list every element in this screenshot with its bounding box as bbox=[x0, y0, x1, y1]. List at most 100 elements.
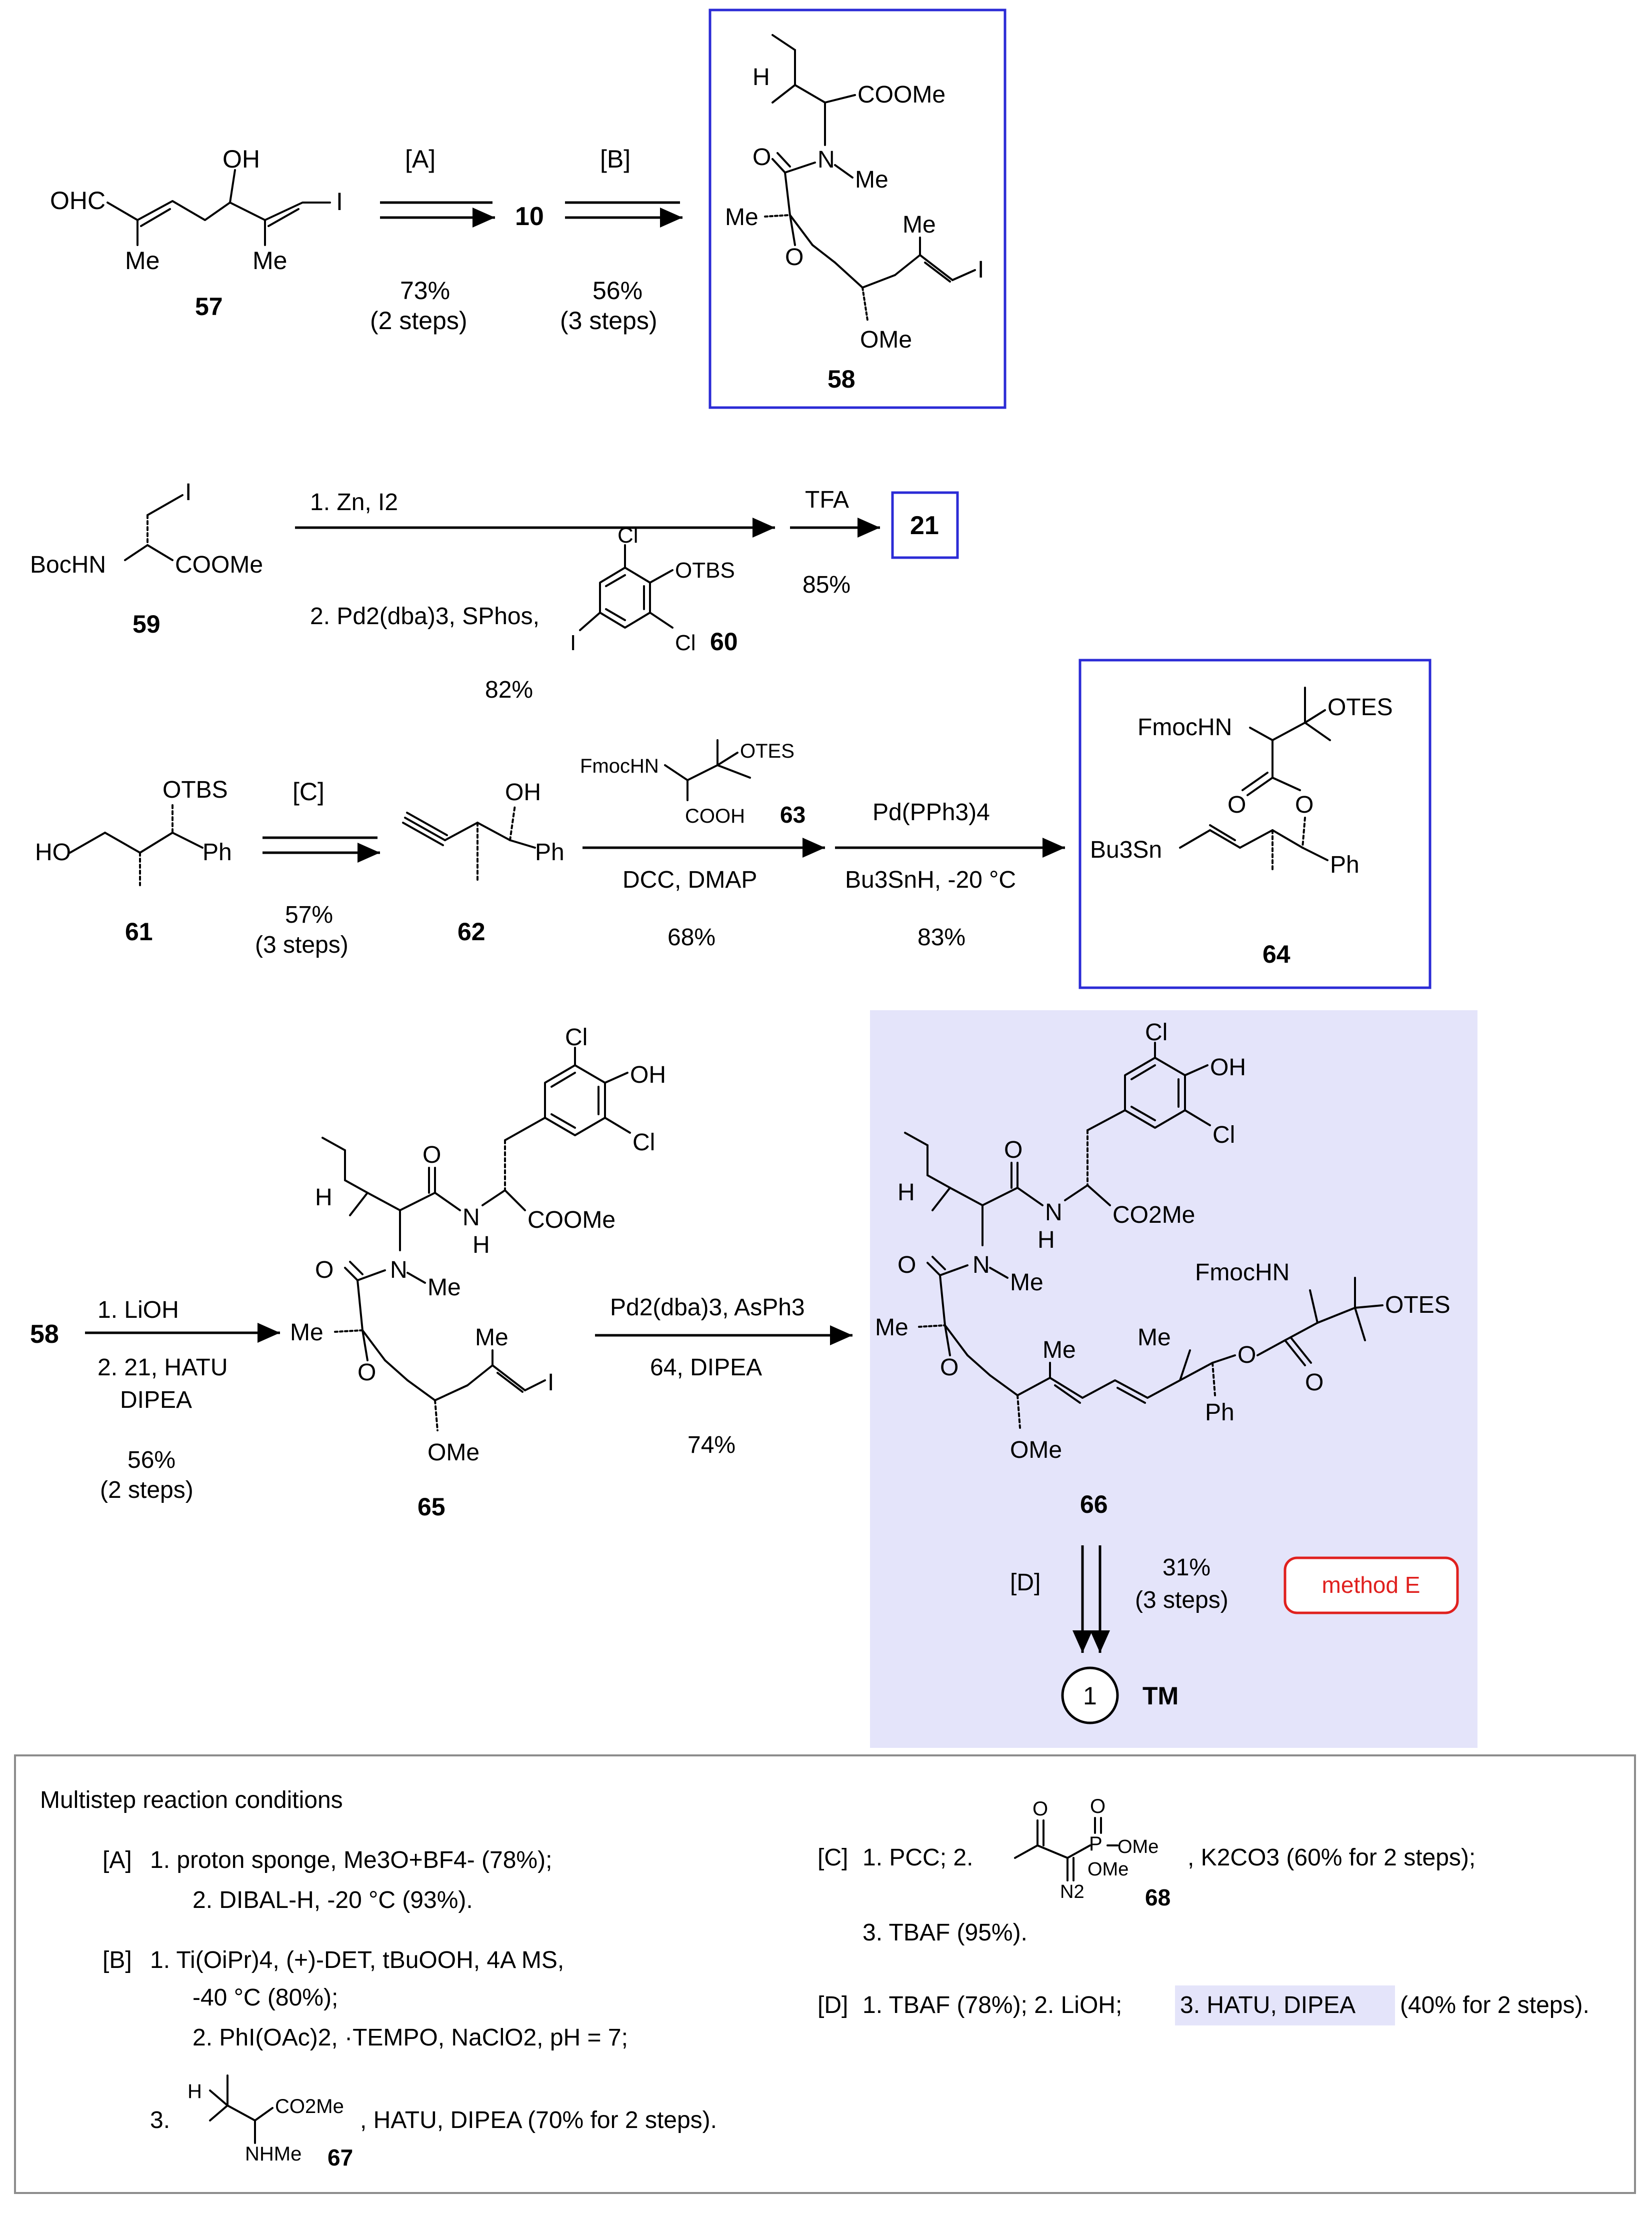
iodo-label: I bbox=[336, 188, 343, 216]
hydrogen-label: H bbox=[188, 2080, 202, 2102]
yield-text: 56% bbox=[128, 1447, 176, 1473]
yield-text: 82% bbox=[485, 677, 533, 703]
phenyl-label: Ph bbox=[1330, 852, 1360, 878]
methyl-label: Me bbox=[902, 212, 936, 238]
boc-amine-label: BocHN bbox=[30, 552, 106, 578]
silyl-ether-label: OTES bbox=[740, 740, 794, 762]
compound-59: I BocHN COOMe 59 bbox=[30, 479, 263, 638]
step-count: (3 steps) bbox=[1135, 1587, 1228, 1613]
compound-64-box: FmocHN OTES O O Ph Bu3Sn 64 bbox=[1078, 659, 1432, 989]
chloro-label: Cl bbox=[1212, 1122, 1235, 1148]
methoxy-label: OMe bbox=[428, 1439, 480, 1466]
conditions-box: Multistep reaction conditions [A] 1. pro… bbox=[14, 1754, 1636, 2194]
epoxide-oxygen: O bbox=[940, 1354, 958, 1381]
chloro-label: Cl bbox=[632, 1129, 655, 1156]
iodo-label: I bbox=[185, 479, 192, 506]
compound-number: 62 bbox=[458, 918, 486, 946]
methoxy-label: OMe bbox=[1010, 1437, 1062, 1463]
hydrogen-label: H bbox=[472, 1232, 490, 1258]
compound-65: Cl OH Cl COOMe N H O H N Me O bbox=[290, 1024, 666, 1521]
chloro-label: Cl bbox=[618, 523, 638, 548]
hydrogen-label: H bbox=[898, 1179, 915, 1206]
method-label: method E bbox=[1322, 1572, 1420, 1598]
condition-line: 3. TBAF (95%). bbox=[862, 1919, 1028, 1946]
fmoc-amine-label: FmocHN bbox=[1138, 714, 1232, 741]
carbonyl-oxygen: O bbox=[1004, 1137, 1022, 1163]
condition-text: Pd2(dba)3, AsPh3 bbox=[610, 1294, 805, 1321]
methyl-label: Me bbox=[1138, 1324, 1171, 1351]
ester-label: COOMe bbox=[175, 552, 263, 578]
compound-number: 64 bbox=[1262, 940, 1290, 968]
nitrogen-label: N bbox=[972, 1252, 990, 1278]
silyl-ether-label: OTES bbox=[1328, 694, 1393, 721]
step-label: [B] bbox=[102, 1947, 132, 1973]
epoxide-oxygen: O bbox=[358, 1359, 376, 1386]
methoxy-label: OMe bbox=[860, 327, 912, 353]
condition-line: 2. DIBAL-H, -20 °C (93%). bbox=[192, 1887, 473, 1913]
methyl-label: Me bbox=[855, 167, 888, 193]
carboxylic-acid-label: COOH bbox=[685, 805, 745, 827]
yield-text: 83% bbox=[918, 924, 966, 951]
target-number: 1 bbox=[1083, 1682, 1097, 1710]
diazo-label: N2 bbox=[1060, 1881, 1084, 1902]
methyl-label: Me bbox=[475, 1324, 508, 1351]
stille-step: Pd2(dba)3, AsPh3 64, DIPEA 74% bbox=[595, 1294, 852, 1458]
hydroxyl-label: OH bbox=[505, 779, 541, 806]
condition-line: 2. PhI(OAc)2, ·TEMPO, NaClO2, pH = 7; bbox=[192, 2024, 628, 2051]
iodo-label: I bbox=[978, 257, 984, 283]
condition-text: Pd(PPh3)4 bbox=[872, 799, 990, 826]
formyl-group: OHC bbox=[50, 187, 106, 215]
conditions-title: Multistep reaction conditions bbox=[40, 1787, 343, 1813]
step-label: [A] bbox=[405, 145, 436, 173]
step-label: [B] bbox=[600, 145, 630, 173]
nitrogen-label: N bbox=[818, 147, 835, 173]
yield-text: 57% bbox=[285, 902, 333, 928]
intermediate-number: 10 bbox=[515, 202, 544, 231]
ester-oxygen: O bbox=[1238, 1342, 1256, 1368]
condition-line: 1. proton sponge, Me3O+BF4- (78%); bbox=[150, 1847, 552, 1873]
methyl-label: Me bbox=[290, 1319, 324, 1346]
yield-text: 68% bbox=[668, 924, 716, 951]
hydrostannylation-step: Pd(PPh3)4 Bu3SnH, -20 °C 83% bbox=[835, 799, 1065, 951]
methyl-label: Me bbox=[428, 1274, 461, 1301]
step-count: (3 steps) bbox=[560, 307, 658, 335]
hydroxyl-label: OH bbox=[1210, 1054, 1246, 1081]
ester-label: COOMe bbox=[858, 82, 946, 108]
ketone-oxygen: O bbox=[1032, 1798, 1048, 1820]
reagent-text: TFA bbox=[805, 487, 849, 513]
hydroxyl-label: OH bbox=[630, 1062, 666, 1088]
yield-text: 73% bbox=[400, 277, 450, 305]
step-label: [D] bbox=[818, 1992, 848, 2018]
condition-text: DCC, DMAP bbox=[622, 867, 757, 893]
methyl-label: Me bbox=[1010, 1269, 1044, 1296]
compound-21-box: 21 bbox=[891, 491, 959, 559]
compound-68-structure: O N2 P O OMe OMe 68 bbox=[1014, 1795, 1170, 1910]
condition-text: 2. 21, HATU bbox=[98, 1354, 228, 1381]
hydrogen-label: H bbox=[315, 1184, 332, 1211]
phosphoryl-oxygen: O bbox=[1090, 1795, 1106, 1817]
methyl-label: Me bbox=[252, 247, 287, 275]
compound-61: OTBS HO Ph 61 bbox=[35, 777, 232, 946]
phenyl-label: Ph bbox=[202, 839, 232, 866]
amide-nitrogen: N bbox=[462, 1204, 480, 1231]
hydrogen-label: H bbox=[752, 64, 770, 91]
compound-62: OH Ph 62 bbox=[402, 779, 564, 946]
condition-text: 1. LiOH bbox=[98, 1297, 179, 1323]
methyl-label: Me bbox=[1042, 1337, 1076, 1363]
step-count: (2 steps) bbox=[370, 307, 468, 335]
negishi-step: 1. Zn, I2 2. Pd2(dba)3, SPhos, Cl OTBS C… bbox=[295, 489, 775, 703]
ester-label: COOMe bbox=[528, 1207, 616, 1233]
compound-number: 68 bbox=[1145, 1884, 1170, 1910]
chloro-label: Cl bbox=[675, 631, 696, 655]
condition-text: 2. Pd2(dba)3, SPhos, bbox=[310, 603, 540, 630]
compound-number: 60 bbox=[710, 628, 738, 656]
coupling-step: FmocHN OTES COOH 63 DCC, DMAP 68% bbox=[580, 739, 825, 951]
yield-text: 31% bbox=[1162, 1554, 1210, 1581]
condition-line: , K2CO3 (60% for 2 steps); bbox=[1188, 1844, 1476, 1871]
step-count: (2 steps) bbox=[100, 1477, 194, 1503]
product-panel: Cl OH Cl CO2Me N H O H N Me O bbox=[870, 1010, 1478, 1748]
step-a: [A] 73% (2 steps) bbox=[370, 145, 495, 335]
nitrogen-label: N bbox=[390, 1257, 408, 1283]
methyl-ester-label: CO2Me bbox=[1112, 1202, 1195, 1228]
compound-number: 21 bbox=[910, 511, 939, 540]
